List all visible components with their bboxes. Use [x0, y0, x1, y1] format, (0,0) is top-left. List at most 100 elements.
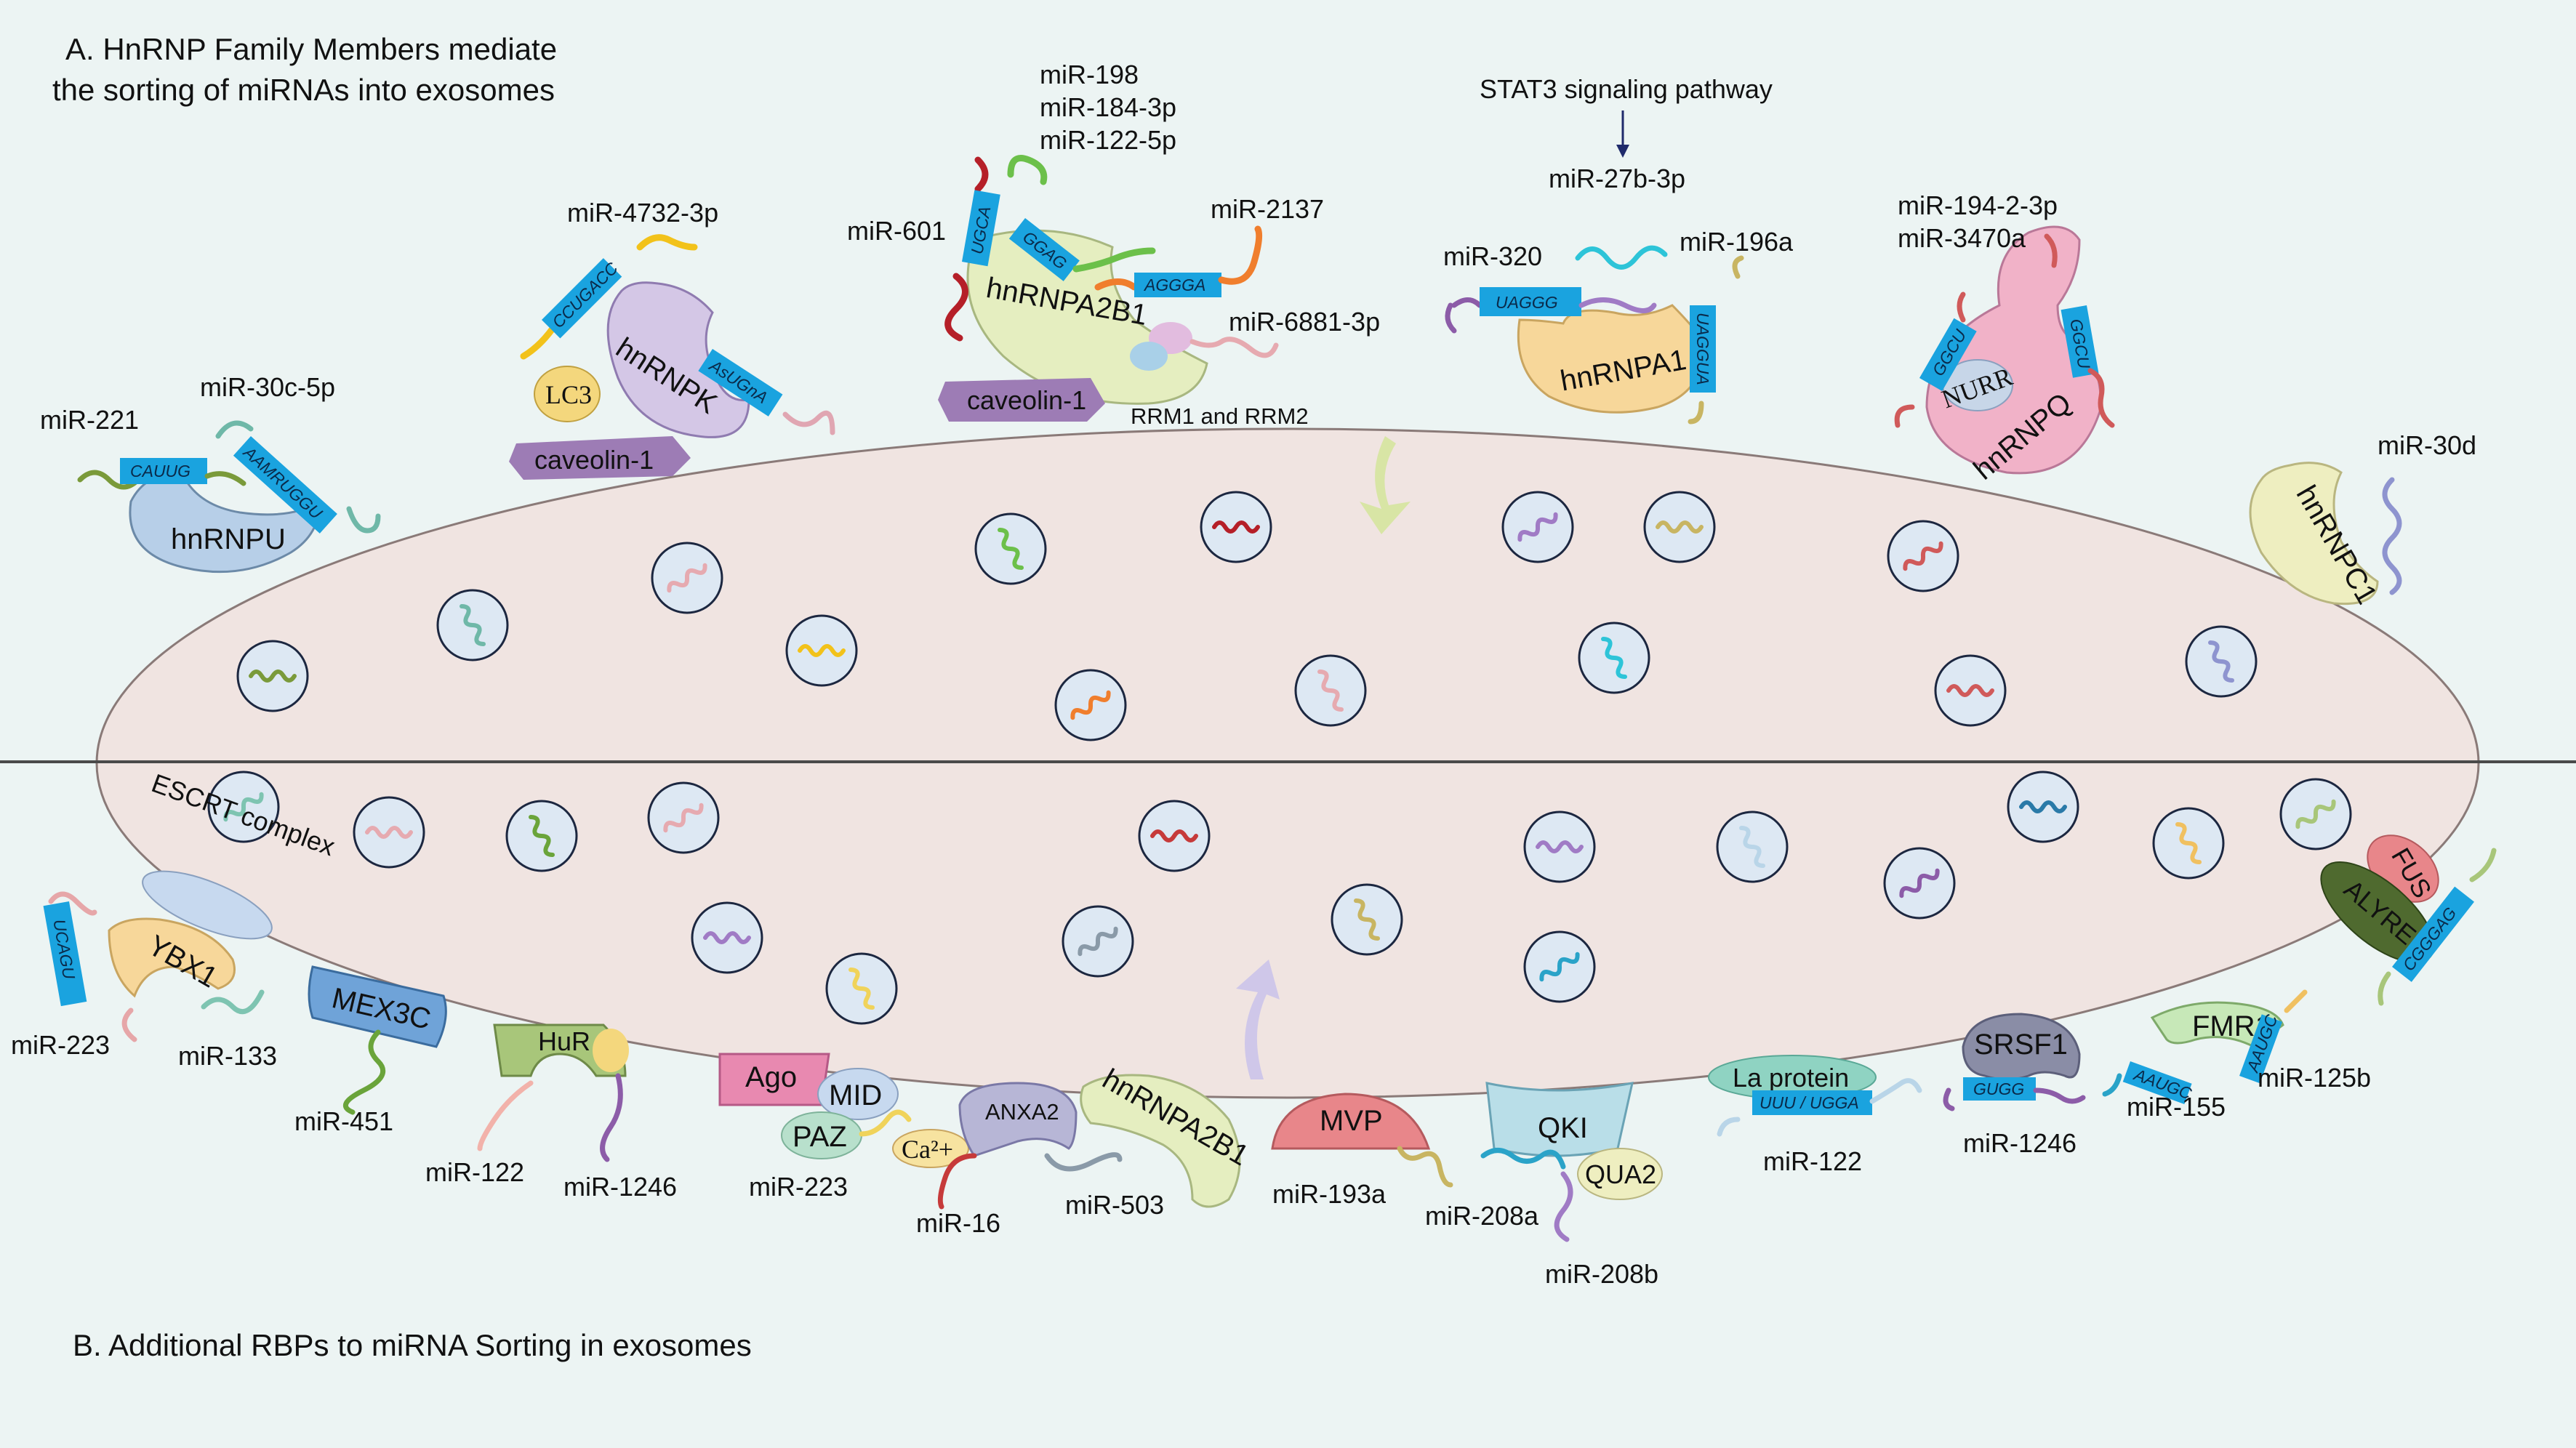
lc3-label: LC3 [545, 380, 592, 409]
hnrnpk-complex: caveolin-1 LC3 hnRNPK CCUGACC AsUGnA miR… [509, 198, 835, 480]
srsf1-protein [1962, 1013, 2081, 1081]
mir-221-label: miR-221 [40, 405, 139, 435]
fmr1-protein [2150, 1001, 2284, 1048]
qua2-domain [1577, 1148, 1663, 1200]
vesicle-mirna [1317, 669, 1344, 712]
mir-16-label: miR-16 [916, 1208, 1000, 1238]
vesicle-mirna [848, 968, 875, 1010]
mir-125b-label: miR-125b [2258, 1063, 2371, 1093]
vesicle-mirna [1946, 684, 1994, 697]
vesicle-mirna [1903, 541, 1943, 571]
mir-1246-a-label: miR-1246 [563, 1172, 677, 1202]
escrt-complex [142, 870, 273, 940]
srsf1-complex: SRSF1 GUGG miR-1246 [1943, 1013, 2086, 1158]
vesicle-mirna [1601, 637, 1627, 679]
mir-122-5p-label: miR-122-5p [1040, 125, 1176, 155]
vesicle-mirna [1539, 952, 1580, 982]
qua2-label: QUA2 [1585, 1159, 1656, 1189]
anxa2-complex: Ca²+ ANXA2 miR-16 miR-503 [892, 1082, 1164, 1238]
outbound-arrow-icon [1236, 960, 1280, 1079]
mir-155-label: miR-155 [2127, 1092, 2226, 1122]
mir-30c-label: miR-30c-5p [200, 372, 335, 402]
caption-b: B. Additional RBPs to miRNA Sorting in e… [73, 1328, 752, 1362]
vesicle-mirna [663, 803, 704, 833]
hnrnpu-label: hnRNPU [171, 523, 286, 555]
mex3c-complex: MEX3C miR-451 [294, 965, 447, 1136]
mir-198-label: miR-198 [1040, 60, 1139, 89]
vesicle-mirna [798, 644, 846, 657]
vesicle-mirna [460, 604, 486, 646]
vesicle-mirna [1656, 520, 1704, 534]
anxa2-label: ANXA2 [985, 1099, 1059, 1125]
vesicle-mirna [703, 931, 751, 944]
caveolin-a2-label: caveolin-1 [967, 385, 1086, 415]
hnrnpq-complex: NURR hnRNPQ GGCU GGCU miR-194-2-3p miR-3… [1894, 190, 2115, 486]
mir-184-label: miR-184-3p [1040, 92, 1176, 122]
motif-uaggg: UAGGG [1496, 293, 1558, 312]
motif-aamrugg: AAMRUGGU [239, 442, 326, 523]
mir-223-a-label: miR-223 [11, 1030, 110, 1060]
mir-208b-label: miR-208b [1545, 1259, 1658, 1289]
vesicle-mirna [667, 563, 707, 593]
vesicle-mirna [2019, 800, 2067, 813]
mex3c-protein [308, 965, 447, 1048]
vesicle-mirna [1536, 840, 1584, 853]
la-complex: La protein UUU / UGGA miR-122 [1708, 1055, 1922, 1176]
motif-uuu-ugga: UUU / UGGA [1760, 1093, 1859, 1112]
mir-1246-b-label: miR-1246 [1963, 1128, 2077, 1158]
vesicle-mirna [1078, 926, 1118, 957]
vesicle-mirna [1899, 868, 1940, 898]
mid-domain [817, 1068, 899, 1120]
calcium-ion [892, 1129, 969, 1168]
mir-451-label: miR-451 [294, 1106, 393, 1136]
mir-3470-label: miR-3470a [1898, 223, 2026, 253]
mvp-complex: MVP miR-193a [1271, 1093, 1453, 1209]
mvp-protein [1271, 1093, 1431, 1150]
mvp-label: MVP [1320, 1105, 1383, 1137]
hnrnpa2b1-complex: hnRNPA2B1 caveolin-1 UGCA GGAG AGGGA miR… [847, 60, 1380, 422]
vesicle-mirna [223, 792, 264, 822]
mir-223-b-label: miR-223 [749, 1172, 848, 1202]
vesicle-mirna [529, 815, 555, 857]
caveolin-k-label: caveolin-1 [534, 445, 654, 475]
mir-193a-label: miR-193a [1272, 1179, 1387, 1209]
vesicle-mirna [1212, 520, 1260, 534]
mir-196a-label: miR-196a [1680, 227, 1794, 257]
qki-protein [1485, 1082, 1634, 1157]
caveolin-1-protein-k [509, 436, 691, 480]
mir-194-label: miR-194-2-3p [1898, 190, 2058, 220]
mir-27b-label: miR-27b-3p [1549, 164, 1685, 193]
paz-label: PAZ [793, 1121, 847, 1153]
mir-30d-label: miR-30d [2378, 430, 2476, 460]
lc3-protein [534, 366, 601, 422]
vesicle-mirna [249, 669, 297, 683]
hnrnpa1-complex: hnRNPA1 UAGGG UAGGUA miR-27b-3p miR-320 … [1443, 164, 1794, 425]
ybx1-protein [108, 917, 236, 998]
caption-a-line2: the sorting of miRNAs into exosomes [52, 73, 555, 107]
motif-cauug: CAUUG [130, 462, 190, 480]
calcium-label: Ca²+ [902, 1135, 953, 1164]
ybx1-complex: YBX1 UCAGU miR-223 miR-133 [11, 870, 277, 1071]
mir-122-b-label: miR-122 [1763, 1146, 1862, 1176]
ago-complex: Ago MID PAZ miR-223 [718, 1053, 912, 1202]
vesicle-mirna [1354, 898, 1380, 941]
vesicle-group [207, 491, 2352, 1025]
mir-6881-label: miR-6881-3p [1229, 307, 1380, 337]
ago-label: Ago [745, 1061, 797, 1093]
hur-label: HuR [538, 1026, 590, 1056]
mir-122-a-label: miR-122 [425, 1157, 524, 1187]
mir-133-label: miR-133 [178, 1041, 277, 1071]
hnrnpc1-protein [2249, 462, 2379, 606]
vesicle-mirna [1517, 512, 1558, 542]
qki-complex: QKI QUA2 miR-208a miR-208b [1425, 1082, 1663, 1289]
hur-complex: HuR miR-122 miR-1246 [425, 1023, 677, 1202]
mir-320-label: miR-320 [1443, 241, 1542, 271]
vesicle-mirna [1150, 829, 1198, 842]
srsf1-label: SRSF1 [1974, 1029, 2068, 1061]
mir-208a-label: miR-208a [1425, 1201, 1539, 1231]
vesicle-mirna [1070, 690, 1111, 720]
mid-label: MID [829, 1079, 882, 1111]
vesicle-mirna [2175, 822, 2202, 864]
hnrnpu-complex: hnRNPU CAUUG AAMRUGGU miR-221 miR-30c-5p [40, 372, 381, 574]
